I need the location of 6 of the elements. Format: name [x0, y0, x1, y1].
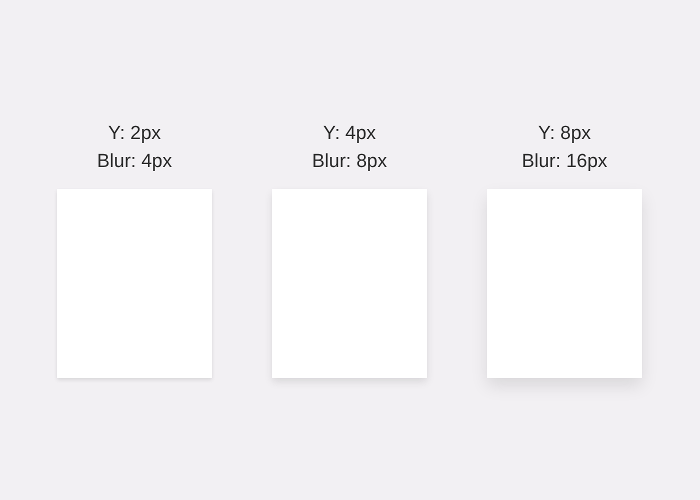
offset-label: Y: 2px — [108, 122, 161, 146]
blur-label: Blur: 16px — [522, 150, 608, 174]
blur-label: Blur: 4px — [97, 150, 172, 174]
offset-label: Y: 8px — [538, 122, 591, 146]
blur-label: Blur: 8px — [312, 150, 387, 174]
offset-label: Y: 4px — [323, 122, 376, 146]
